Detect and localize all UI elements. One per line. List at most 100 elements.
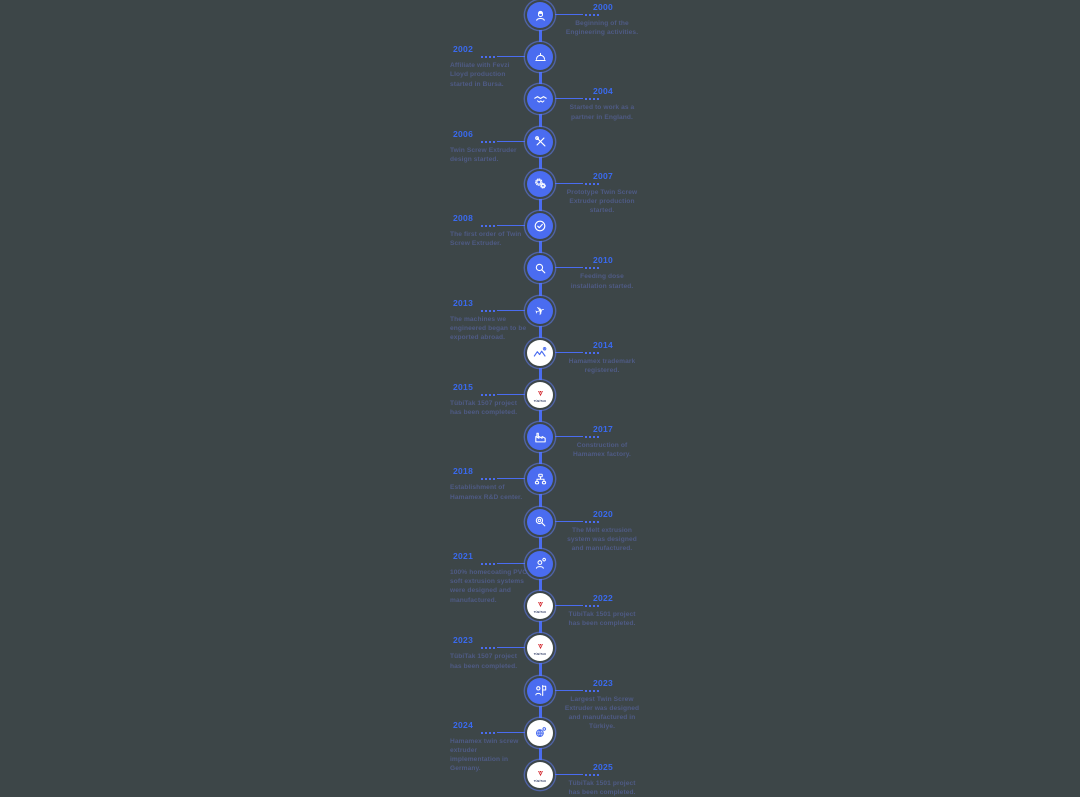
- connector-line: [553, 267, 583, 269]
- connector-dots: [585, 774, 599, 776]
- tubitak-logo: [534, 599, 547, 612]
- tools-icon: [533, 134, 548, 149]
- connector-line: [553, 689, 583, 691]
- org-chart-bubble: [527, 466, 553, 493]
- milestone-text: Affiliate with Fevzi Lloyd production st…: [450, 62, 510, 88]
- connector-line: [553, 351, 583, 353]
- milestone-text: The Melt extrusion system was designed a…: [567, 526, 637, 553]
- connector-line: [553, 182, 583, 184]
- year-label: 2010: [592, 255, 614, 266]
- connector-dots: [585, 351, 599, 354]
- tubitak-logo: [534, 768, 547, 781]
- year-label: 2022: [592, 593, 614, 604]
- milestone-text: Construction of Hamamex factory.: [573, 442, 631, 459]
- connector-dots: [481, 731, 495, 734]
- milestone-text: Twin Screw Extruder design started.: [450, 146, 517, 163]
- tubitak-logo: [534, 388, 547, 401]
- year-label: 2023: [453, 635, 474, 646]
- year-label: 2007: [592, 170, 614, 181]
- connector-dots: [585, 98, 599, 101]
- connector-line: [497, 309, 527, 311]
- engineer-bubble: [527, 2, 553, 28]
- tubitak-logo-bubble: TÜBİTAK: [527, 635, 553, 662]
- year-label: 2024: [453, 719, 474, 730]
- handshake-icon: [533, 92, 548, 107]
- year-label: 2021: [453, 550, 474, 561]
- connector-line: [497, 140, 527, 142]
- connector-line: [497, 56, 527, 58]
- magnifier-icon: [533, 261, 548, 276]
- connector-line: [497, 394, 527, 395]
- connector-line: [497, 562, 527, 564]
- connector-dots: [585, 182, 599, 185]
- magnifier-gear-bubble: [527, 508, 553, 535]
- year-label: 2004: [592, 86, 614, 97]
- milestone-text: Feeding dose installation started.: [570, 273, 634, 290]
- check-circle-icon: [532, 218, 548, 234]
- milestone-text: Beginning of the Engineering activities.: [565, 20, 639, 37]
- connector-line: [553, 520, 583, 522]
- milestone-text: 100% homecoating PVC soft extrusion syst…: [450, 568, 528, 604]
- tubitak-logo-label: TÜBİTAK: [533, 399, 547, 403]
- svg-text:®: ®: [543, 346, 547, 351]
- globe-gear-bubble: [527, 719, 553, 746]
- org-chart-icon: [533, 472, 548, 487]
- presentation-icon: [533, 683, 548, 698]
- trademark-mountains-bubble: ®: [527, 339, 553, 366]
- year-label: 2013: [453, 297, 474, 308]
- milestone-text: TübiTak 1507 project has been completed.: [450, 653, 518, 670]
- connector-line: [497, 478, 527, 480]
- year-label: 2018: [453, 466, 474, 477]
- tubitak-logo-bubble: TÜBİTAK: [527, 593, 553, 620]
- tubitak-logo-label: TÜBİTAK: [533, 779, 547, 783]
- milestone-text: Largest Twin Screw Extruder was designed…: [564, 695, 640, 731]
- connector-dots: [481, 647, 495, 650]
- year-label: 2014: [592, 339, 614, 350]
- connector-dots: [585, 520, 599, 523]
- tubitak-logo-bubble: TÜBİTAK: [527, 382, 553, 408]
- year-label: 2008: [453, 213, 474, 224]
- year-label: 2006: [453, 128, 474, 139]
- milestone-text: TübiTak 1501 project has been completed.: [568, 780, 636, 797]
- milestone-text: TübiTak 1507 project has been completed.: [450, 400, 518, 417]
- connector-dots: [481, 225, 495, 228]
- tubitak-logo-bubble: TÜBİTAK: [527, 762, 553, 788]
- airplane-glyph: ✈: [532, 302, 548, 319]
- milestone-text: Establishment of Hamamex R&D center.: [450, 484, 523, 501]
- connector-dots: [481, 309, 495, 312]
- trademark-mountains-icon: ®: [532, 345, 548, 361]
- milestone-text: Started to work as a partner in England.: [569, 104, 635, 121]
- connector-dots: [585, 605, 599, 608]
- milestone-text: Hamamex trademark registered.: [568, 357, 636, 374]
- gears-icon: [533, 176, 548, 191]
- connector-dots: [585, 436, 599, 439]
- connector-dots: [585, 267, 599, 270]
- connector-line: [553, 436, 583, 438]
- year-label: 2002: [453, 44, 474, 55]
- milestone-text: TübiTak 1501 project has been completed.: [568, 611, 636, 628]
- milestone-text: Prototype Twin Screw Extruder production…: [566, 188, 638, 215]
- check-circle-bubble: [527, 213, 553, 240]
- connector-line: [497, 225, 527, 227]
- hard-hat-icon: [533, 50, 548, 65]
- milestone-text: Hamamex twin screw extruder implementati…: [450, 737, 519, 773]
- milestone-text: The first order of Twin Screw Extruder.: [450, 231, 522, 248]
- connector-dots: [481, 394, 495, 396]
- connector-dots: [481, 478, 495, 481]
- factory-icon: [533, 430, 548, 445]
- presentation-bubble: [527, 677, 553, 704]
- globe-gear-icon: [533, 725, 548, 740]
- gears-bubble: [527, 170, 553, 197]
- year-label: 2015: [453, 382, 474, 392]
- connector-line: [497, 731, 527, 733]
- magnifier-gear-icon: [533, 514, 548, 529]
- year-label: 2025: [592, 762, 614, 772]
- connector-line: [553, 98, 583, 100]
- tubitak-logo: [534, 641, 547, 654]
- year-label: 2020: [592, 508, 614, 519]
- connector-dots: [481, 140, 495, 143]
- milestone-text: The machines we engineered began to be e…: [450, 315, 527, 341]
- airplane-bubble: ✈: [527, 297, 553, 324]
- airplane-icon: ✈: [532, 302, 548, 319]
